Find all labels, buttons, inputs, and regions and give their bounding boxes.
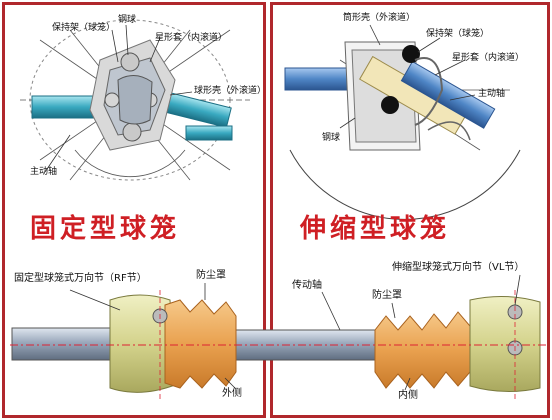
label-rf-joint: 固定型球笼式万向节（RF节） <box>14 273 147 284</box>
label-drive-shaft-plunging: 主动轴 <box>478 89 506 99</box>
plunging-joint-drawing <box>284 24 521 220</box>
label-star-sleeve-fixed: 星形套（内滚道） <box>155 33 228 43</box>
label-dust-boot-inner: 防尘罩 <box>372 290 402 301</box>
right-panel-frame <box>270 2 550 418</box>
label-cage-fixed: 保持架（球笼） <box>52 23 116 33</box>
title-plunging-joint: 伸缩型球笼 <box>300 214 451 244</box>
title-fixed-joint: 固定型球笼 <box>30 214 181 244</box>
label-steel-ball-plunging: 钢球 <box>322 133 341 143</box>
label-steel-ball-fixed: 钢球 <box>118 15 137 25</box>
label-cage-plunging: 保持架（球笼） <box>426 29 490 39</box>
label-bell-housing: 球形壳（外滚道） <box>194 86 267 96</box>
label-drive-shaft-fixed: 主动轴 <box>30 167 58 177</box>
left-panel-frame <box>2 2 266 418</box>
label-star-sleeve-plunging: 星形套（内滚道） <box>452 53 525 63</box>
label-cylinder-shell: 筒形壳（外滚道） <box>343 13 416 23</box>
label-vl-joint: 伸缩型球笼式万向节（VL节） <box>392 262 525 273</box>
label-dust-boot-outer: 防尘罩 <box>196 270 226 281</box>
label-inner-side: 内侧 <box>398 390 418 401</box>
label-outer-side: 外侧 <box>222 388 242 399</box>
fixed-joint-drawing <box>20 19 250 181</box>
driveshaft-assembly <box>10 274 548 400</box>
label-transmission-shaft: 传动轴 <box>292 280 322 291</box>
